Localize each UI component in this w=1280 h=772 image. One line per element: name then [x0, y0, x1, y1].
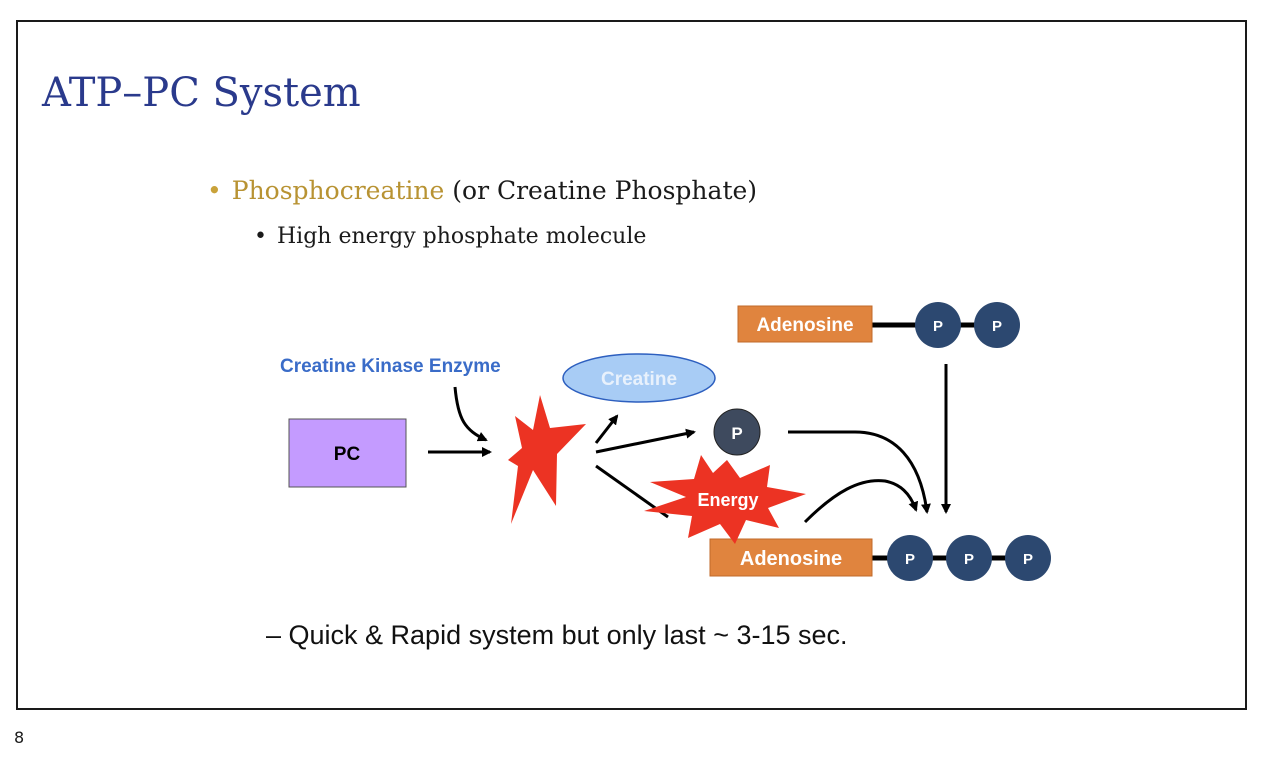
atp-phosphate-3-label: P	[1023, 551, 1033, 568]
free-phosphate-label: P	[731, 424, 742, 443]
adp-adenosine-box	[737, 305, 873, 343]
bullet-phosphocreatine: • Phosphocreatine (or Creatine Phosphate)	[207, 176, 757, 205]
bullet-high-energy: • High energy phosphate molecule	[254, 224, 646, 249]
bullet-sub-text: High energy phosphate molecule	[276, 224, 647, 249]
atp-phosphate-2	[946, 535, 992, 581]
enzyme-label: Creatine Kinase Enzyme	[280, 356, 501, 377]
atp-adenosine-box	[709, 538, 873, 577]
adp-phosphate-1	[915, 302, 961, 348]
bullet-dot-icon: •	[254, 224, 267, 249]
slide-number: 8	[14, 728, 25, 747]
free-phosphate	[713, 408, 761, 456]
arrow-to-phosphate	[595, 428, 696, 454]
atp-molecule: Adenosine P P P	[709, 535, 1051, 581]
arrow-to-creatine	[594, 414, 619, 444]
adp-adenosine-label: Adenosine	[756, 315, 853, 336]
adp-phosphate-1-label: P	[933, 318, 943, 335]
reaction-burst-icon	[508, 395, 586, 524]
pc-box	[288, 418, 407, 488]
bullet-rest: (or Creatine Phosphate)	[444, 176, 758, 205]
atp-adenosine-label: Adenosine	[740, 548, 842, 570]
energy-label: Energy	[697, 490, 758, 510]
atp-phosphate-1	[887, 535, 933, 581]
energy-burst-icon	[644, 455, 806, 544]
atp-phosphate-1-label: P	[905, 551, 915, 568]
bullet-highlight: Phosphocreatine	[231, 176, 445, 205]
adp-phosphate-2-label: P	[992, 318, 1002, 335]
arrow-enzyme-to-reaction	[453, 386, 488, 442]
adp-phosphate-2	[974, 302, 1020, 348]
atp-phosphate-3	[1005, 535, 1051, 581]
slide-title: ATP–PC System	[42, 70, 361, 116]
creatine-oval	[562, 353, 716, 403]
atp-phosphate-2-label: P	[964, 551, 974, 568]
creatine-label: Creatine	[601, 369, 677, 390]
bullet-dot-icon: •	[207, 176, 222, 205]
arrow-phosphate-to-atp	[788, 430, 931, 514]
arrow-energy-to-atp	[803, 479, 919, 524]
footnote-text: – Quick & Rapid system but only last ~ 3…	[266, 620, 848, 650]
pc-label: PC	[334, 444, 361, 465]
adp-molecule: Adenosine P P	[737, 302, 1020, 348]
